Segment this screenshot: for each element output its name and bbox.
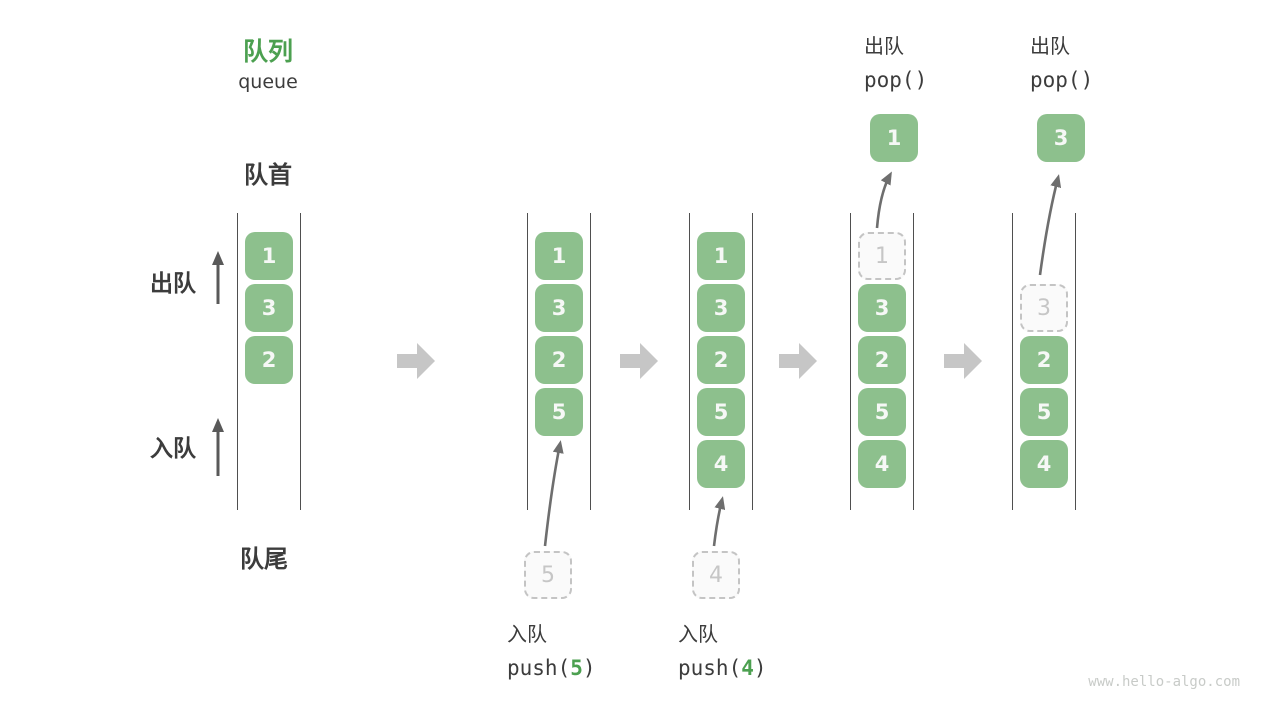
popped-value-box-1: 1 xyxy=(870,114,918,162)
push-value-box-4: 4 xyxy=(692,551,740,599)
label-queue-rear: 队尾 xyxy=(240,546,288,573)
push-operation-label-2: 入队 push(4) xyxy=(678,618,767,680)
queue-cell: 5 xyxy=(858,388,906,436)
queue-cell: 1 xyxy=(697,232,745,280)
queue-cell: 3 xyxy=(697,284,745,332)
push-value-box-5: 5 xyxy=(524,551,572,599)
diagram-title-zh: 队列 xyxy=(242,38,293,66)
queue-cell: 3 xyxy=(535,284,583,332)
queue-cell: 2 xyxy=(1020,336,1068,384)
push-arg: 4 xyxy=(741,656,754,680)
queue-cell-ghost: 3 xyxy=(1020,284,1068,332)
queue-cell: 1 xyxy=(245,232,293,280)
push-code: push(5) xyxy=(507,656,596,680)
queue-cell: 2 xyxy=(858,336,906,384)
pop-operation-label-2: 出队 pop() xyxy=(1030,30,1093,92)
queue-cell: 5 xyxy=(1020,388,1068,436)
queue-cell: 2 xyxy=(535,336,583,384)
queue-cell: 3 xyxy=(245,284,293,332)
queue-cell: 2 xyxy=(245,336,293,384)
step-arrow-3 xyxy=(779,343,817,379)
popped-value-box-2: 3 xyxy=(1037,114,1085,162)
label-queue-front: 队首 xyxy=(244,162,292,189)
queue-cell: 5 xyxy=(697,388,745,436)
step-arrow-2 xyxy=(620,343,658,379)
step-arrow-4 xyxy=(944,343,982,379)
queue-cell-ghost: 1 xyxy=(858,232,906,280)
label-enqueue-direction: 入队 xyxy=(150,435,196,461)
queue-cell: 3 xyxy=(858,284,906,332)
push-code: push(4) xyxy=(678,656,767,680)
push-label-zh: 入队 xyxy=(507,624,547,646)
watermark-url: www.hello-algo.com xyxy=(1088,674,1240,690)
queue-cell: 4 xyxy=(1020,440,1068,488)
queue-cell: 2 xyxy=(697,336,745,384)
label-dequeue-direction: 出队 xyxy=(150,270,196,296)
pop-label-zh: 出队 xyxy=(864,36,904,58)
push-arg: 5 xyxy=(570,656,583,680)
diagram-title-en: queue xyxy=(238,71,298,93)
step-arrow-1 xyxy=(397,343,435,379)
pop-operation-label-1: 出队 pop() xyxy=(864,30,927,92)
pop-label-zh: 出队 xyxy=(1030,36,1070,58)
push-operation-label-1: 入队 push(5) xyxy=(507,618,596,680)
queue-cell: 4 xyxy=(858,440,906,488)
queue-cell: 5 xyxy=(535,388,583,436)
queue-cell: 1 xyxy=(535,232,583,280)
push-label-zh: 入队 xyxy=(678,624,718,646)
pop-code: pop() xyxy=(864,68,928,92)
pop-code: pop() xyxy=(1030,68,1094,92)
queue-cell: 4 xyxy=(697,440,745,488)
